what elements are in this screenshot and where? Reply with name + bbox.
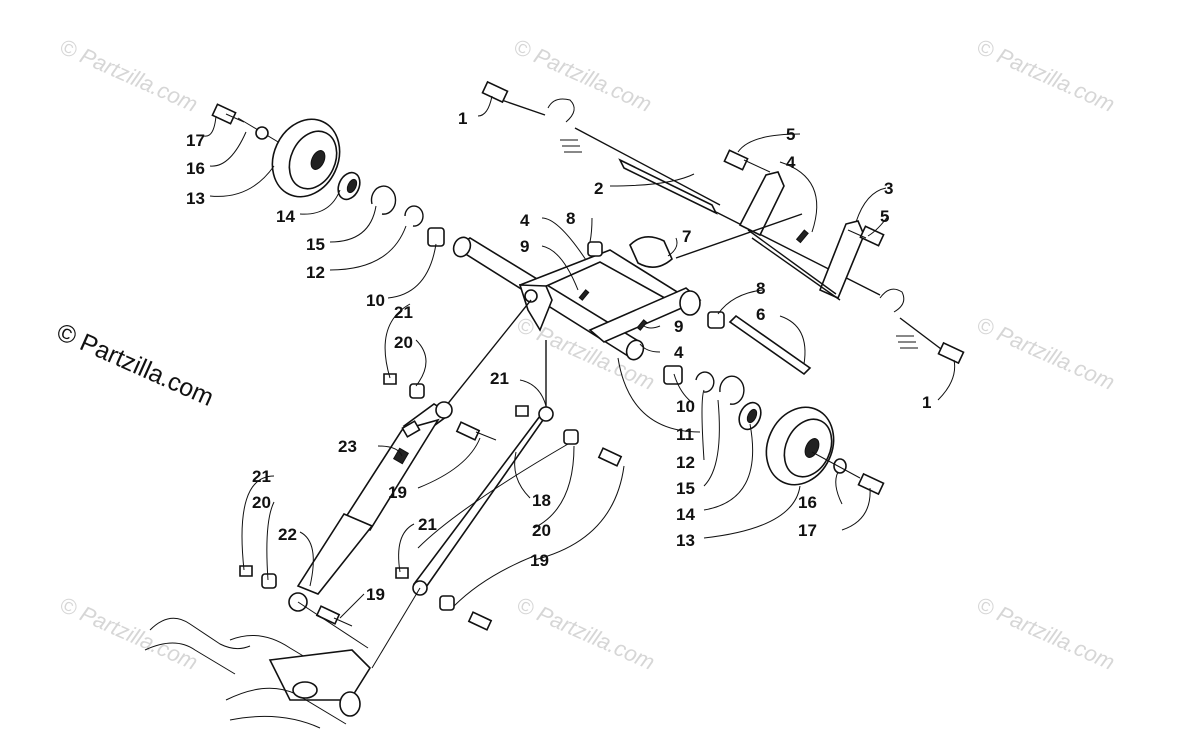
callout-label: 18 [532,491,551,510]
callout-label: 9 [520,237,529,256]
callout-label: 19 [366,585,385,604]
callout-label: 22 [278,525,297,544]
callout-label: 20 [394,333,413,352]
callout-label: 15 [676,479,695,498]
callout-label: 17 [186,131,205,150]
callout-label: 2 [594,179,603,198]
callout-label: 20 [252,493,271,512]
callout-label: 13 [186,189,205,208]
callout-label: 3 [884,179,893,198]
callout-label: 16 [186,159,205,178]
watermark-bottom-right: © Partzilla.com [973,592,1119,675]
wheel-bottom-right [663,365,885,496]
callout-label: 21 [418,515,437,534]
callout-label: 19 [388,483,407,502]
wheel-top-left [211,103,445,247]
watermark-top-left: © Partzilla.com [56,34,202,117]
callout-label: 7 [682,227,691,246]
callout-label: 8 [566,209,575,228]
callout-labels: 1 1 2 3 4 4 4 5 5 6 7 8 8 9 9 10 10 11 1… [186,109,931,604]
watermark-bottom-left: © Partzilla.com [56,592,202,675]
callout-label: 6 [756,305,765,324]
callout-label: 12 [306,263,325,282]
watermark-main: © Partzilla.com [53,318,218,412]
axle-lower-right [707,311,812,376]
callout-label: 21 [490,369,509,388]
callout-label: 1 [922,393,931,412]
callout-label: 8 [756,279,765,298]
callout-label: 19 [530,551,549,570]
callout-label: 4 [674,343,684,362]
callout-label: 1 [458,109,467,128]
callout-label: 23 [338,437,357,456]
callout-label: 11 [676,425,694,444]
callout-label: 10 [676,397,695,416]
callout-label: 10 [366,291,385,310]
mount-bracket [723,149,965,365]
frame-sketch [144,617,372,729]
watermark-mid-right: © Partzilla.com [973,312,1119,395]
callout-label: 5 [880,207,889,226]
link-arm [371,340,623,669]
shock-absorber [239,299,532,649]
watermark-top-center: © Partzilla.com [510,34,656,117]
callout-label: 14 [276,207,295,226]
callout-label: 20 [532,521,551,540]
callout-label: 12 [676,453,695,472]
callout-label: 14 [676,505,695,524]
callout-label: 13 [676,531,695,550]
leader-lines [203,95,956,619]
callout-label: 4 [786,153,796,172]
callout-label: 4 [520,211,530,230]
callout-label: 21 [394,303,413,322]
callout-label: 16 [798,493,817,512]
drawing: 1 1 2 3 4 4 4 5 5 6 7 8 8 9 9 10 10 11 1… [144,80,965,729]
callout-label: 15 [306,235,325,254]
axle-top [481,80,881,296]
callout-label: 5 [786,125,795,144]
callout-label: 9 [674,317,683,336]
watermark-top-right: © Partzilla.com [973,34,1119,117]
watermark-bottom-center: © Partzilla.com [513,592,659,675]
callout-label: 21 [252,467,271,486]
callout-label: 17 [798,521,817,540]
swing-arm [452,213,803,361]
